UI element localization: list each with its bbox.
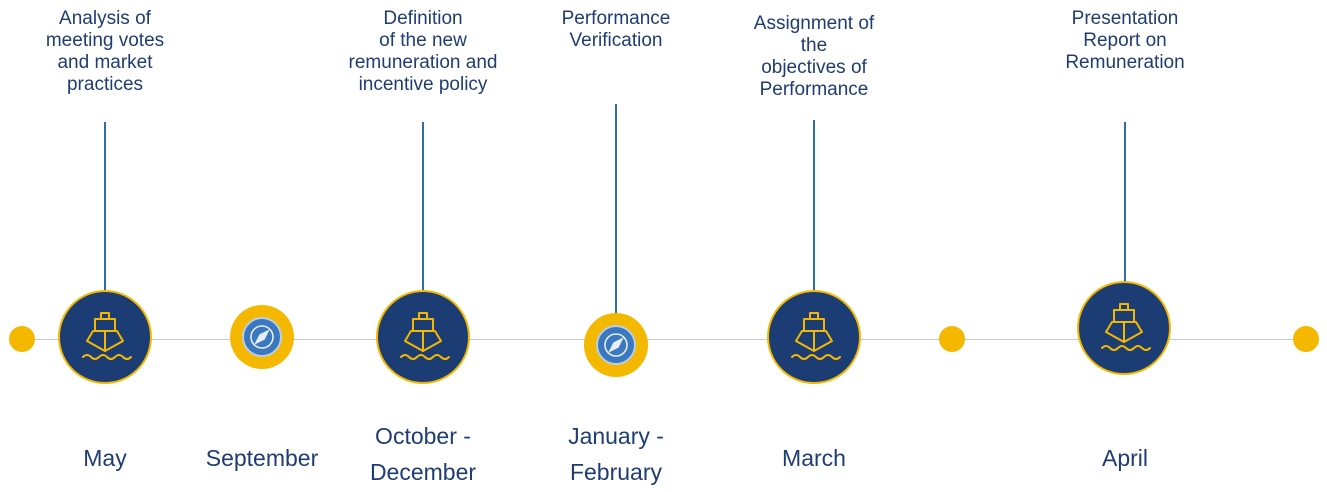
event-month-september: September [205, 445, 319, 471]
event-month-april: April [1101, 445, 1149, 471]
timeline-start-dot [9, 326, 35, 352]
ship-icon [82, 312, 132, 360]
event-badge-march [767, 290, 861, 384]
event-badge-october-december [376, 290, 470, 384]
event-badge-september [230, 305, 294, 369]
event-badge-may [58, 290, 152, 384]
event-connector-march [813, 120, 815, 292]
event-month-october-december: October - December [369, 423, 477, 485]
event-connector-january-february [615, 104, 617, 313]
event-caption-may: Analysis of meeting votes and market pra… [45, 8, 165, 95]
ship-icon [791, 312, 841, 360]
event-caption-october-december: Definition of the new remuneration and i… [348, 8, 498, 95]
event-month-may: May [83, 445, 127, 471]
event-caption-march: Assignment of the objectives of Performa… [753, 13, 875, 100]
event-connector-october-december [422, 122, 424, 292]
event-caption-april: Presentation Report on Remuneration [1065, 8, 1185, 73]
event-connector-april [1124, 122, 1126, 282]
compass-icon [604, 333, 628, 357]
event-badge-april [1077, 281, 1171, 375]
event-month-january-february: January - February [568, 423, 664, 485]
compass-icon [250, 325, 274, 349]
ship-icon [1101, 303, 1151, 351]
event-month-march: March [782, 445, 846, 471]
timeline-axis [22, 339, 1307, 340]
timeline-end-dot [1293, 326, 1319, 352]
event-connector-may [104, 122, 106, 292]
event-badge-january-february [584, 313, 648, 377]
timeline-mid-dot [939, 326, 965, 352]
ship-icon [400, 312, 450, 360]
event-caption-january-february: Performance Verification [561, 8, 671, 51]
